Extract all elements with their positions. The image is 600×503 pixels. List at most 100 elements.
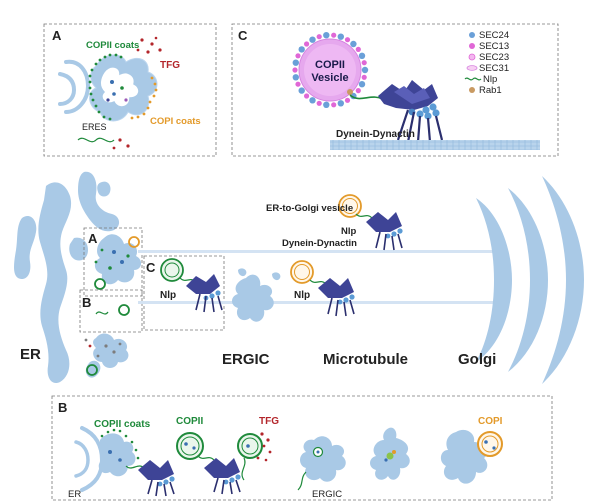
panel-a-copi-label: COPI coats	[150, 116, 201, 127]
copi-vesicle-small	[128, 236, 140, 248]
panel-b-copi-label: COPI	[478, 416, 503, 427]
coat-bead	[304, 93, 310, 99]
coat-bead	[323, 32, 330, 39]
coat-bead	[295, 53, 301, 59]
panel-c-vesicle-inner	[304, 44, 356, 96]
er-membrane	[14, 171, 120, 384]
coat-bead	[355, 46, 361, 53]
coat-bead	[355, 88, 361, 94]
box-c-vesicle	[160, 258, 197, 283]
coat-bead	[337, 100, 344, 107]
coat-bead	[292, 59, 299, 66]
ergic-label: ERGIC	[222, 351, 270, 368]
eres-a-body	[94, 234, 142, 285]
golgi-label: Golgi	[458, 351, 496, 368]
coat-bead	[361, 60, 367, 66]
panel-b-copii-coats-label: COPII coats	[94, 419, 151, 430]
coat-bead	[292, 74, 299, 81]
mid-nlp-label: Nlp	[294, 290, 310, 301]
box-c-letter: C	[146, 260, 156, 275]
panel-b-frame	[51, 395, 553, 501]
top-nlp-label: Nlp	[341, 226, 357, 237]
panel-c-rab1	[347, 89, 353, 95]
coat-bead	[309, 36, 316, 43]
panel-a-nlp-squiggle	[77, 137, 115, 143]
copii-vesicle-small-a	[94, 278, 106, 290]
box-a-letter: A	[88, 231, 98, 246]
coat-bead	[323, 101, 330, 109]
panel-b-copi-vesicle	[477, 431, 503, 457]
coat-bead	[316, 34, 322, 40]
panel-b-ergic-2	[370, 427, 410, 480]
panel-b-motor-2	[204, 458, 241, 495]
panel-a-copii-label: COPII coats	[86, 40, 139, 51]
panel-a-tfg-dots	[112, 36, 162, 150]
panel-b-copii-label: COPII	[176, 416, 203, 427]
mid-motor	[318, 278, 355, 317]
coat-bead	[337, 33, 344, 40]
coat-bead	[331, 32, 337, 38]
golgi-stack	[476, 176, 584, 384]
coat-bead	[295, 81, 301, 87]
panel-c-letter: C	[238, 28, 248, 43]
coat-bead	[292, 67, 298, 73]
top-motor-label: Dynein-Dynactin	[282, 238, 357, 249]
nlp-small	[95, 311, 109, 315]
panel-a-copii-dots	[88, 53, 123, 121]
panel-b-er	[74, 426, 145, 492]
panel-b-ergic-label: ERGIC	[312, 489, 342, 500]
legend-sec23: SEC23	[479, 52, 509, 63]
panel-c-legend: SEC24 SEC13 SEC23 SEC31 Nlp Rab1	[464, 30, 509, 96]
panel-a-tfg-label: TFG	[160, 60, 180, 71]
box-b-letter: B	[82, 295, 91, 310]
coat-bead	[344, 37, 351, 43]
mid-vesicle	[290, 260, 327, 285]
panel-b-ergic-3	[440, 429, 488, 484]
eres-b-body	[84, 333, 129, 368]
panel-c-dynein-dynactin	[378, 80, 444, 143]
box-a-frame	[83, 227, 143, 297]
box-b-frame	[79, 289, 143, 333]
ergic-body	[232, 268, 281, 322]
coat-bead	[361, 66, 369, 74]
coat-bead	[350, 40, 357, 48]
panel-a-eres-membrane	[58, 59, 91, 114]
top-motor	[366, 212, 403, 251]
panel-a-cargo-dots	[106, 80, 128, 102]
legend-sec13: SEC13	[479, 41, 509, 52]
panel-c-motor-label: Dynein-Dynactin	[336, 129, 415, 140]
panel-c-vesicle-line1: COPII	[315, 59, 345, 71]
coat-bead	[361, 74, 367, 80]
panel-a-letter: A	[52, 28, 62, 43]
panel-b-er-label: ER	[68, 489, 81, 500]
coat-bead	[316, 100, 322, 106]
panel-c-microtubule	[330, 140, 540, 150]
panel-c-vesicle-coat	[292, 32, 369, 109]
panel-b-motor-1	[138, 460, 175, 497]
panel-b-tfg-vesicle	[237, 432, 272, 481]
panel-b-tfg-label: TFG	[259, 416, 279, 427]
panel-c-frame	[231, 23, 559, 157]
coat-bead	[309, 97, 316, 104]
coat-bead	[331, 102, 337, 108]
er-label: ER	[20, 346, 41, 363]
legend-rab1: Rab1	[479, 85, 502, 96]
microtubule-label: Microtubule	[323, 351, 408, 368]
coat-bead	[358, 52, 366, 59]
panel-a-copi-dots	[130, 76, 158, 120]
copii-vesicle-small-c	[86, 364, 98, 376]
microtubule-lower	[138, 301, 506, 304]
box-c-nlp-label: Nlp	[160, 290, 176, 301]
panel-b-ergic-1	[297, 436, 346, 491]
legend-sec31: SEC31	[479, 63, 509, 74]
coat-bead	[304, 41, 310, 47]
box-c-frame	[143, 255, 225, 331]
panel-a-frame	[43, 23, 217, 157]
coat-bead	[298, 87, 305, 94]
top-vesicle	[338, 194, 373, 219]
panel-a-eres-label: ERES	[82, 122, 107, 132]
coat-bead	[358, 81, 366, 88]
panel-b-copii-vesicle	[176, 432, 215, 461]
